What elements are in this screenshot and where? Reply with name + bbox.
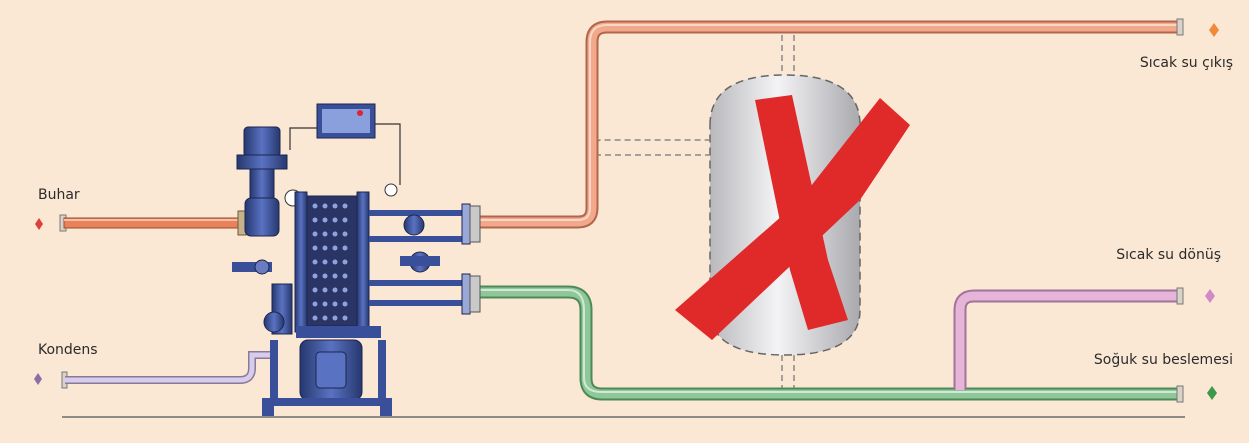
cross-out-mark — [675, 95, 910, 340]
cold-feed-arrow-icon — [1207, 386, 1217, 400]
steam-arrow-icon — [35, 218, 43, 230]
hot-out-arrow-icon — [1209, 23, 1219, 37]
condensate-arrow-icon — [34, 373, 42, 385]
hot-water-return-label: Sıcak su dönüş — [1116, 247, 1221, 263]
cold-water-feed-label: Soğuk su beslemesi — [1093, 352, 1233, 368]
hot-water-return-pipe — [953, 289, 1182, 390]
steam-label: Buhar — [38, 187, 80, 203]
heat-exchanger-unit — [232, 103, 481, 416]
hot-water-out-label: Sıcak su çıkış — [1139, 55, 1233, 71]
hot-return-arrow-icon — [1205, 289, 1215, 303]
condensate-pipe — [61, 351, 275, 389]
condensate-label: Kondens — [38, 342, 98, 358]
steam-pipe — [59, 210, 247, 236]
